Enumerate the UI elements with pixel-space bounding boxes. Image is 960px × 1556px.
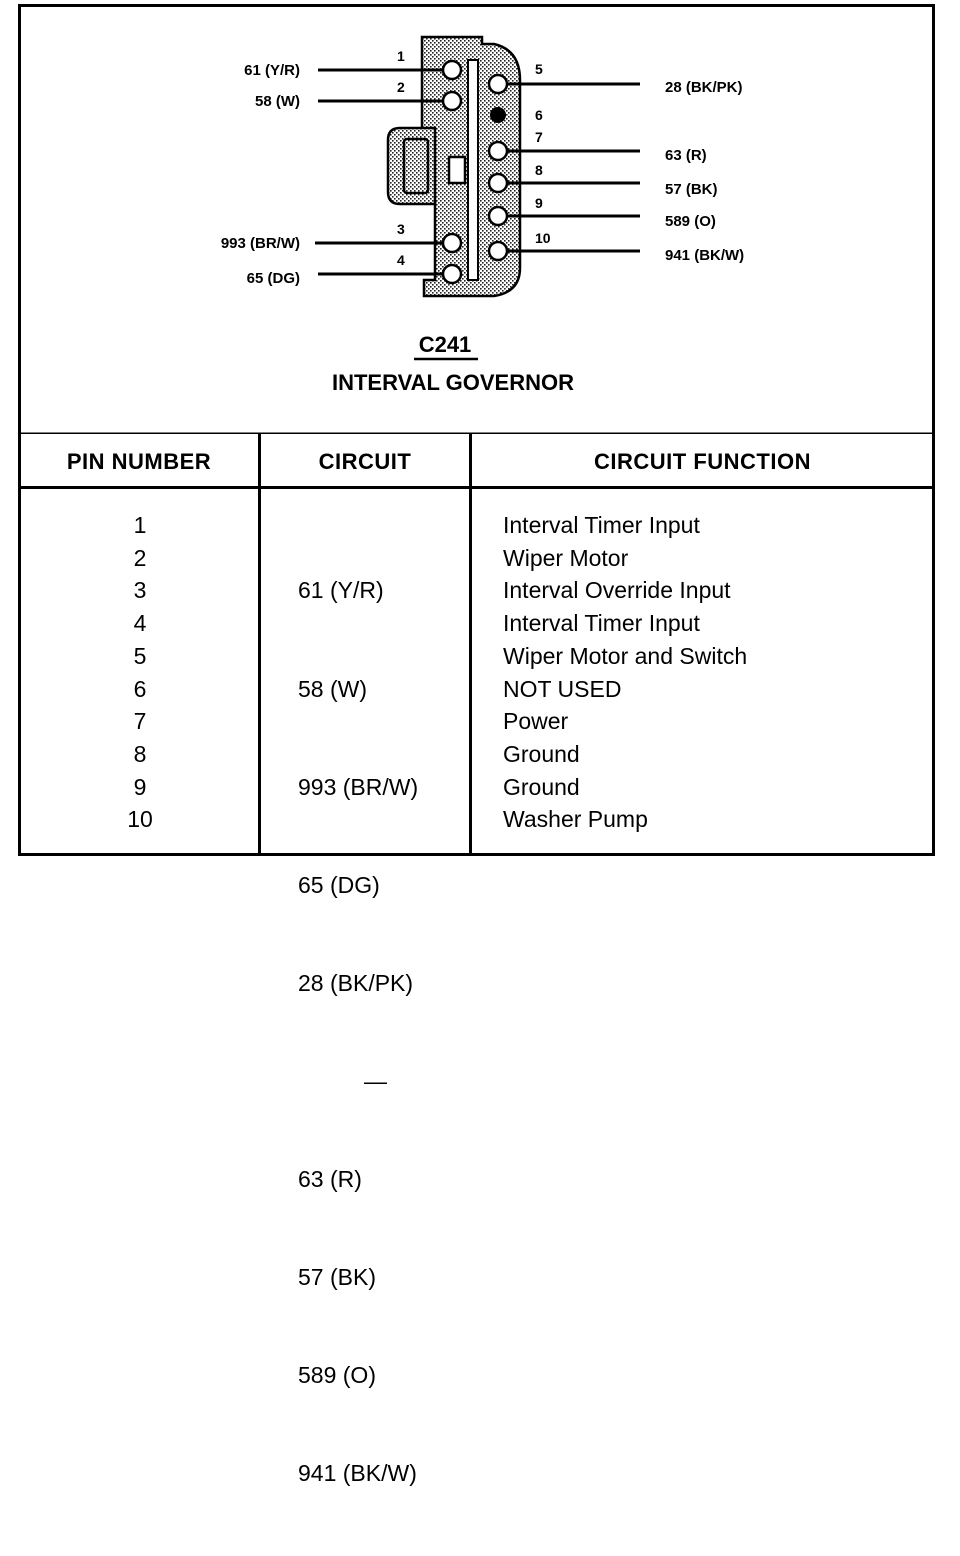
circuit-cell: 61 (Y/R) bbox=[298, 577, 384, 604]
svg-text:4: 4 bbox=[397, 252, 405, 268]
connector-diagram: 1 61 (Y/R) 2 58 (W) 3 993 (BR/W) 4 65 (D… bbox=[18, 35, 935, 434]
svg-text:8: 8 bbox=[535, 162, 543, 178]
pin-number-cell: 7 bbox=[133, 708, 147, 735]
circuit-cell: 65 (DG) bbox=[298, 871, 380, 898]
function-cell: Ground bbox=[503, 773, 580, 800]
svg-text:58 (W): 58 (W) bbox=[255, 93, 300, 110]
svg-text:2: 2 bbox=[397, 79, 405, 95]
circuit-cell: 63 (R) bbox=[298, 1166, 362, 1193]
pin-4: 4 65 (DG) bbox=[247, 252, 463, 287]
svg-text:993 (BR/W): 993 (BR/W) bbox=[221, 235, 300, 252]
connector-id: C241 bbox=[419, 332, 472, 357]
pin-number-cell: 2 bbox=[133, 544, 147, 571]
pin-number-cell: 10 bbox=[127, 806, 153, 833]
pin-table: PIN NUMBER CIRCUIT CIRCUIT FUNCTION 1 2 … bbox=[20, 434, 933, 1486]
header-bottom-border bbox=[20, 486, 933, 489]
pin-5: 5 28 (BK/PK) bbox=[487, 61, 743, 96]
svg-text:63 (R): 63 (R) bbox=[665, 147, 707, 164]
header-pin-number: PIN NUMBER bbox=[66, 449, 212, 474]
pin-number-cell: 8 bbox=[133, 740, 147, 767]
pin-7: 7 63 (R) bbox=[487, 129, 707, 164]
pin-number-cell: 4 bbox=[133, 610, 147, 637]
pin-number-column: 1 2 3 4 5 6 7 8 9 10 bbox=[20, 509, 260, 836]
pin-6: 6 bbox=[490, 107, 543, 123]
svg-text:3: 3 bbox=[397, 221, 405, 237]
pin-number-cell: 3 bbox=[133, 577, 147, 604]
circuit-cell: 28 (BK/PK) bbox=[298, 969, 414, 996]
function-cell: NOT USED bbox=[503, 675, 622, 702]
function-cell: Interval Timer Input bbox=[503, 512, 700, 538]
connector-name: INTERVAL GOVERNOR bbox=[332, 370, 574, 395]
svg-text:7: 7 bbox=[535, 129, 543, 145]
function-cell: Wiper Motor and Switch bbox=[503, 642, 748, 669]
pin-2: 2 58 (W) bbox=[255, 79, 463, 112]
pin-9: 9 589 (O) bbox=[487, 195, 716, 230]
function-cell: Power bbox=[503, 708, 569, 735]
pin-8: 8 57 (BK) bbox=[487, 162, 718, 198]
pin-3: 3 993 (BR/W) bbox=[221, 221, 463, 254]
header-circuit-function: CIRCUIT FUNCTION bbox=[594, 449, 811, 474]
svg-text:28 (BK/PK): 28 (BK/PK) bbox=[665, 79, 743, 96]
pin-number-cell: 1 bbox=[133, 512, 147, 538]
pin-10: 10 941 (BK/W) bbox=[487, 230, 744, 264]
svg-text:5: 5 bbox=[535, 61, 543, 77]
column-divider-1 bbox=[258, 434, 261, 854]
function-cell: Interval Override Input bbox=[503, 577, 731, 604]
function-cell: Interval Timer Input bbox=[503, 610, 700, 637]
circuit-cell: 941 (BK/W) bbox=[298, 1460, 417, 1487]
function-cell: Ground bbox=[503, 740, 580, 767]
svg-text:57 (BK): 57 (BK) bbox=[665, 181, 718, 198]
pin-1: 1 61 (Y/R) bbox=[244, 48, 463, 81]
svg-text:65 (DG): 65 (DG) bbox=[247, 270, 300, 287]
latch-slot bbox=[402, 137, 430, 195]
svg-text:61 (Y/R): 61 (Y/R) bbox=[244, 62, 300, 79]
center-rib bbox=[467, 59, 479, 281]
pin-number-cell: 6 bbox=[133, 675, 147, 702]
circuit-function-column: Interval Timer Input Wiper Motor Interva… bbox=[503, 509, 923, 836]
circuit-cell: 589 (O) bbox=[298, 1362, 376, 1389]
svg-text:589 (O): 589 (O) bbox=[665, 213, 716, 230]
circuit-cell: 993 (BR/W) bbox=[298, 773, 419, 800]
keyway bbox=[447, 155, 467, 185]
function-cell: Wiper Motor bbox=[503, 544, 629, 571]
circuit-cell: 58 (W) bbox=[298, 675, 367, 702]
diagram-frame bbox=[18, 4, 935, 856]
svg-text:6: 6 bbox=[535, 107, 543, 123]
column-divider-2 bbox=[469, 434, 472, 854]
svg-text:1: 1 bbox=[397, 48, 405, 64]
pin-number-cell: 5 bbox=[133, 642, 147, 669]
pin-number-cell: 9 bbox=[133, 773, 147, 800]
circuit-cell: — bbox=[364, 1067, 387, 1094]
svg-text:10: 10 bbox=[535, 230, 551, 246]
header-circuit: CIRCUIT bbox=[318, 449, 412, 474]
svg-text:941 (BK/W): 941 (BK/W) bbox=[665, 247, 744, 264]
function-cell: Washer Pump bbox=[503, 806, 648, 833]
svg-text:9: 9 bbox=[535, 195, 543, 211]
circuit-column: 61 (Y/R) 58 (W) 993 (BR/W) 65 (DG) 28 (B… bbox=[298, 509, 498, 1556]
circuit-cell: 57 (BK) bbox=[298, 1264, 376, 1291]
